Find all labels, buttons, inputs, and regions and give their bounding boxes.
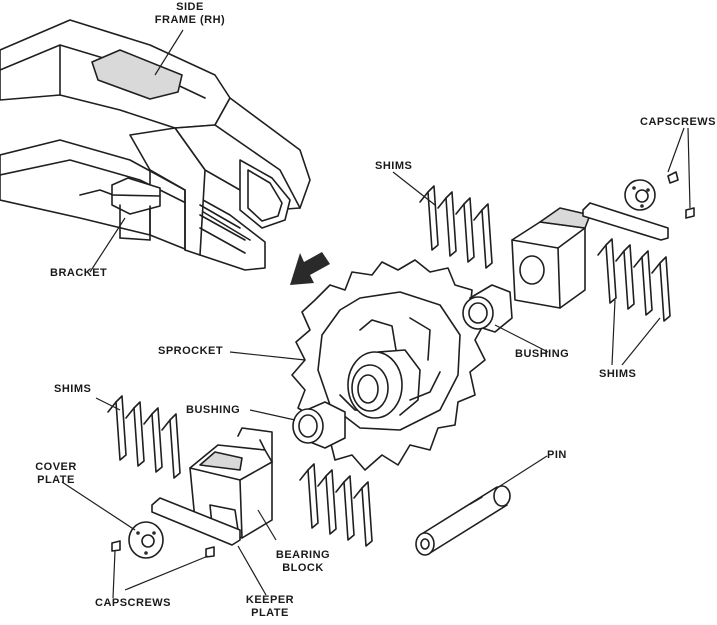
shims-left-label: SHIMS	[54, 383, 92, 395]
bearing-block-label-line2: BLOCK	[282, 562, 324, 574]
leader-lines	[61, 29, 691, 599]
shims-top-label: SHIMS	[375, 160, 413, 172]
bushing-left-label: BUSHING	[186, 404, 241, 416]
pin-label: PIN	[547, 449, 567, 461]
pin-part	[415, 485, 511, 556]
capscrew-icon	[667, 171, 695, 219]
shims-right-label: SHIMS	[599, 368, 637, 380]
shims-top-part	[419, 185, 493, 269]
sprocket-label: SPROCKET	[158, 345, 224, 357]
side-frame-label: SIDE FRAME (RH)	[150, 1, 230, 27]
keeper-plate-label-line1: KEEPER	[245, 594, 295, 606]
direction-arrow-icon	[290, 252, 330, 285]
bushing-left-part	[292, 401, 346, 449]
keeper-plate-label-line2: PLATE	[251, 607, 289, 619]
shims-right-part	[597, 238, 671, 322]
cover-plate-part	[128, 521, 164, 559]
shims-left-part	[107, 395, 181, 479]
side-frame-label-line1: SIDE	[176, 1, 204, 13]
capscrew-icon	[111, 540, 215, 558]
cover-plate-label: COVER PLATE	[28, 461, 84, 487]
keeper-plate-part	[151, 497, 241, 546]
side-frame-label-line2: FRAME (RH)	[154, 14, 226, 26]
bushing-right-label: BUSHING	[515, 348, 570, 360]
keeper-plate-right-part	[582, 202, 669, 241]
bushing-right-part	[462, 284, 513, 333]
bracket-label: BRACKET	[50, 267, 108, 279]
capscrews-bottom-label: CAPSCREWS	[95, 597, 172, 609]
side-frame-part	[0, 19, 311, 271]
cover-plate-right-part	[624, 179, 656, 211]
bearing-block-label-line1: BEARING	[275, 549, 331, 561]
cover-plate-label-line2: PLATE	[37, 474, 75, 486]
capscrews-top-label: CAPSCREWS	[640, 116, 717, 128]
bearing-block-part	[189, 427, 273, 539]
keeper-plate-label: KEEPER PLATE	[240, 594, 300, 620]
bearing-block-right-part	[511, 207, 591, 309]
bearing-block-label: BEARING BLOCK	[268, 549, 338, 575]
cover-plate-label-line1: COVER	[35, 461, 77, 473]
shims-bottom-part	[299, 463, 373, 547]
